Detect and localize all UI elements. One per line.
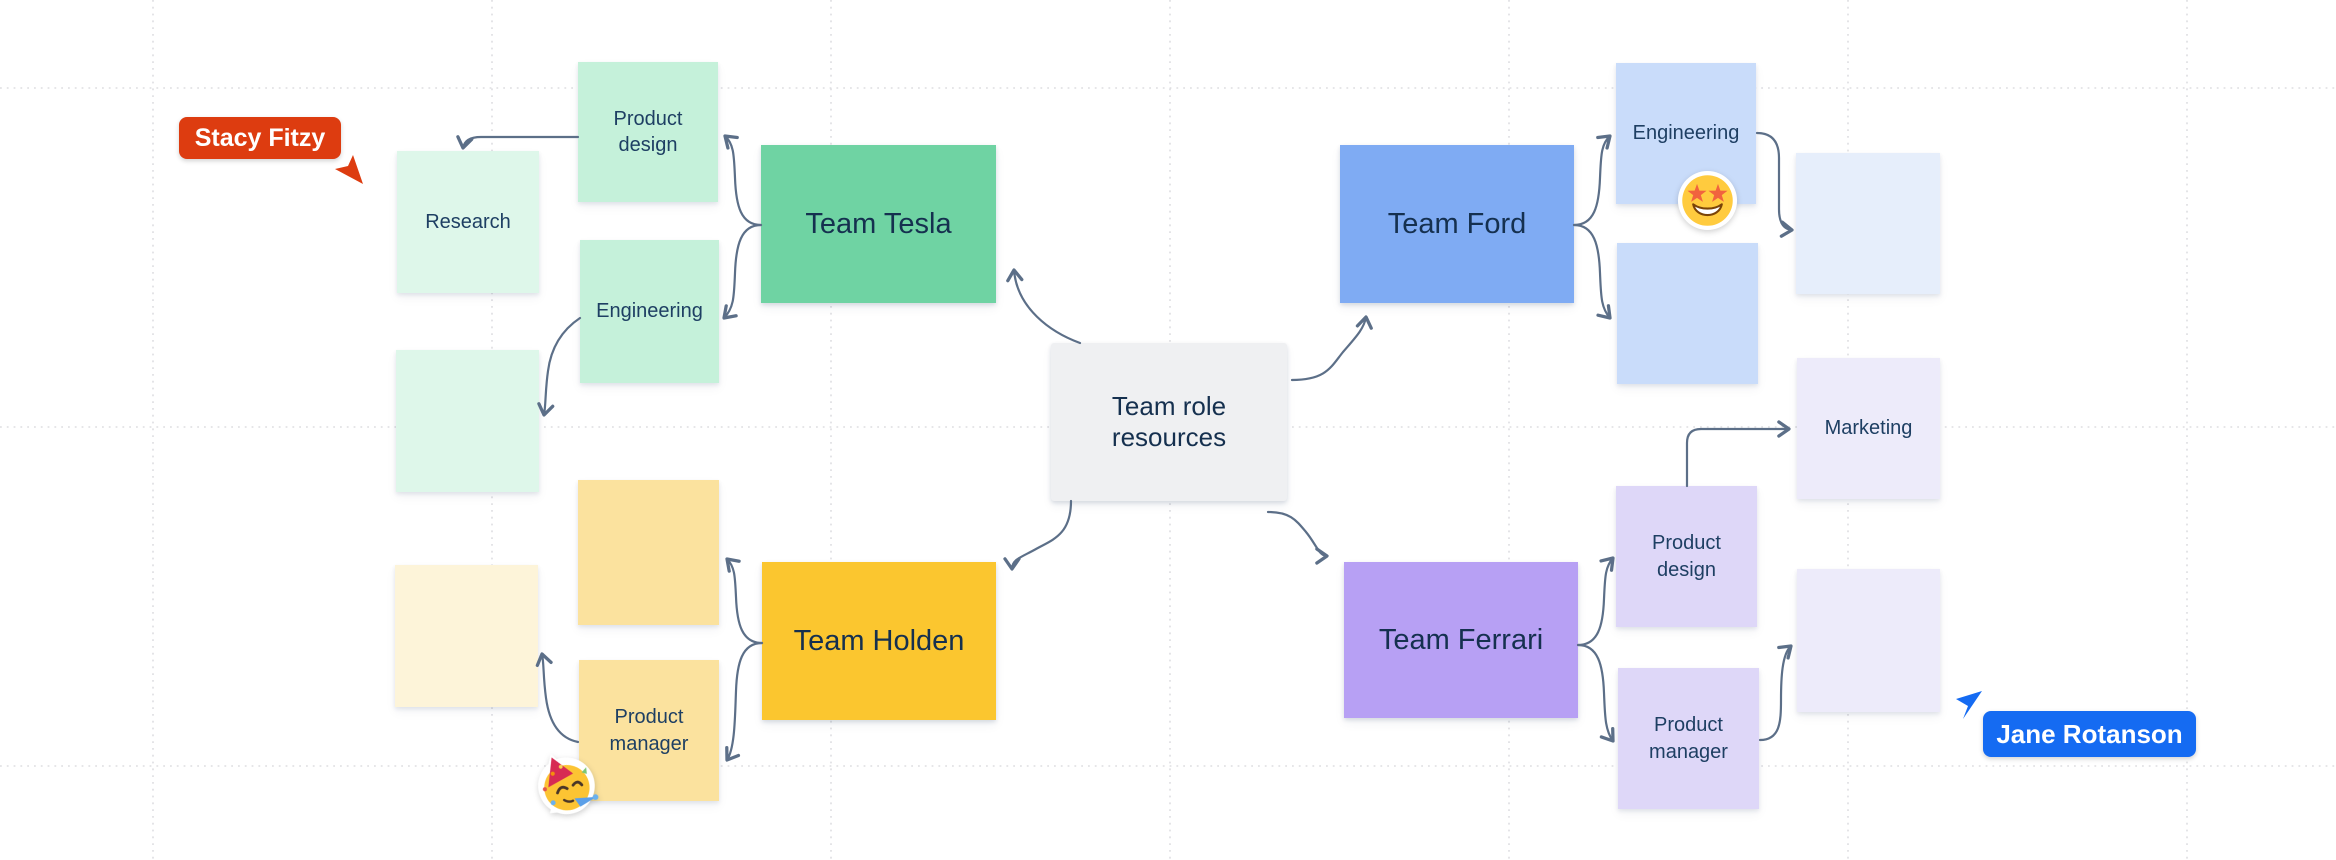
sticky-note-holden-product-manager[interactable]: Product manager: [579, 660, 719, 801]
team-node-label: Team Ferrari: [1378, 623, 1544, 656]
sticky-note-ferrari-product-design[interactable]: Product design: [1616, 486, 1757, 627]
sticky-note-text: Product manager: [609, 706, 689, 755]
sticky-note-text: Marketing: [1824, 417, 1913, 440]
sticky-note-tesla-research[interactable]: Research: [397, 151, 539, 293]
sticky-note-text: Research: [425, 210, 511, 233]
star-struck-emoji[interactable]: [1677, 170, 1738, 231]
cursor-user-name: Stacy Fitzy: [194, 123, 326, 152]
sticky-note-text: Product design: [1652, 532, 1721, 581]
sticky-note-tesla-product-design[interactable]: Product design: [578, 62, 718, 202]
team-node-ferrari[interactable]: Team Ferrari: [1344, 562, 1578, 718]
jane-cursor-icon: [1956, 691, 1982, 719]
sticky-note-holden-blank-top[interactable]: [578, 480, 719, 625]
cursor-name-label-stacy: Stacy Fitzy: [179, 117, 341, 159]
sticky-note-holden-blank-left[interactable]: [395, 565, 538, 707]
team-node-tesla[interactable]: Team Tesla: [761, 145, 996, 303]
cursor-user-name: Jane Rotanson: [1996, 718, 2183, 749]
sticky-note-ferrari-product-manager[interactable]: Product manager: [1618, 668, 1759, 809]
team-node-label: Team Tesla: [805, 207, 952, 240]
sticky-note-tesla-engineering[interactable]: Engineering: [580, 240, 719, 383]
partying-face-emoji[interactable]: [525, 743, 607, 825]
sticky-note-ferrari-marketing[interactable]: Marketing: [1797, 358, 1940, 499]
sticky-note-text: Product design: [613, 107, 683, 156]
sticky-note-text: Engineering: [596, 300, 703, 323]
cursor-name-label-jane: Jane Rotanson: [1983, 711, 2196, 757]
team-node-label: Team Ford: [1387, 207, 1527, 240]
team-node-holden[interactable]: Team Holden: [762, 562, 996, 720]
sticky-note-text: Engineering: [1632, 122, 1740, 145]
sticky-note-ford-blank[interactable]: [1617, 243, 1758, 384]
sticky-note-ford-blank-right[interactable]: [1796, 153, 1940, 294]
center-node-label: Team role resources: [1111, 391, 1227, 452]
center-node-team-role-resources[interactable]: Team role resources: [1051, 343, 1287, 501]
sticky-note-tesla-blank[interactable]: [396, 350, 539, 492]
sticky-note-ferrari-blank-right[interactable]: [1797, 569, 1940, 712]
sticky-note-text: Product manager: [1649, 714, 1728, 763]
team-node-ford[interactable]: Team Ford: [1340, 145, 1574, 303]
team-node-label: Team Holden: [793, 624, 965, 657]
